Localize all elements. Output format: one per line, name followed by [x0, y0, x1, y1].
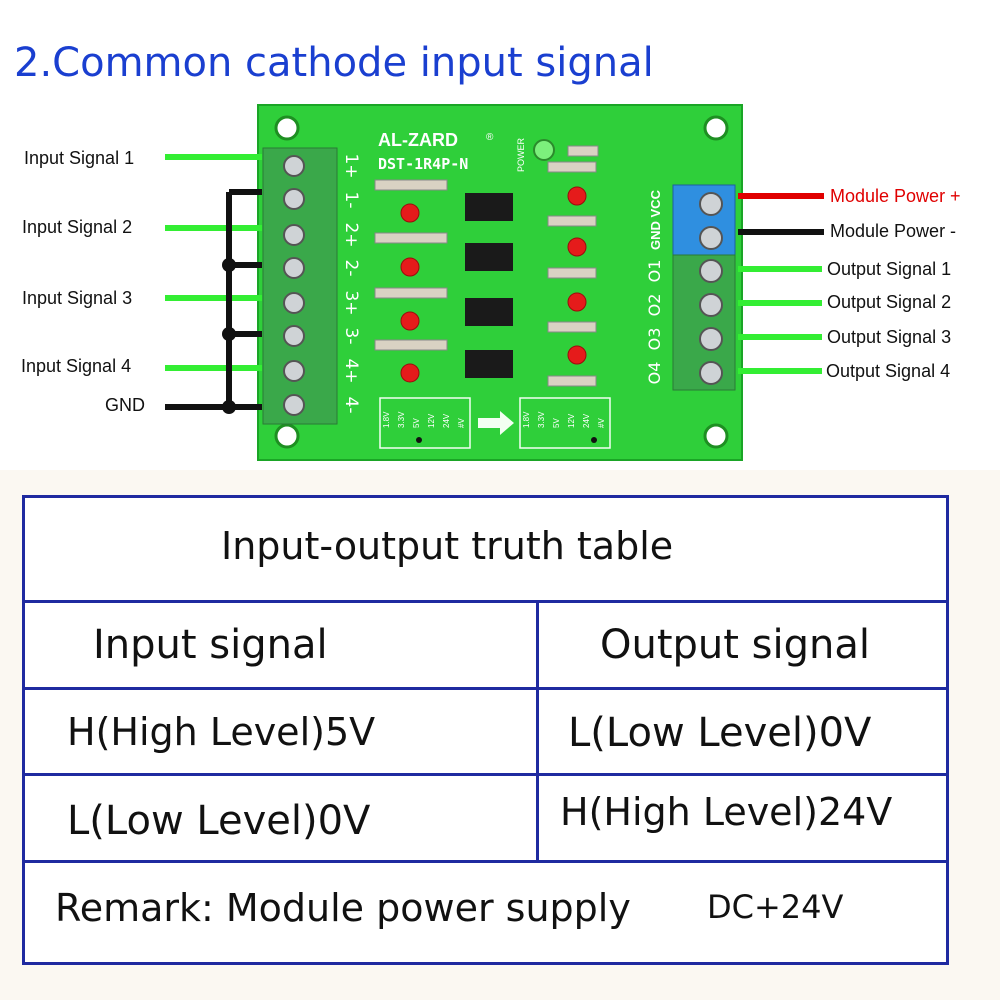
input-terminal-labels: 1+ 1- 2+ 2- 3+ 3- 4+ 4-	[341, 153, 361, 413]
voltage-option: #V	[457, 418, 466, 428]
input-signal-4-label: Input Signal 4	[21, 356, 132, 376]
voltage-option: 12V	[427, 413, 436, 428]
input-terminal-block	[262, 147, 338, 425]
input-wires	[165, 154, 262, 371]
input-screws	[283, 155, 305, 416]
input-signal-3-label: Input Signal 3	[22, 288, 133, 308]
pcb-board	[257, 104, 743, 461]
terminal-label: O2	[645, 294, 664, 317]
arrow-icon	[478, 411, 514, 435]
brand-mark: ®	[486, 132, 494, 143]
voltage-option: 24V	[442, 413, 451, 428]
row2-input: L(Low Level)0V	[67, 798, 371, 844]
voltage-option: #V	[597, 418, 606, 428]
output-screws	[699, 259, 723, 385]
terminal-label: O4	[645, 362, 664, 385]
terminal-label: 4-	[341, 397, 361, 414]
column-header-input: Input signal	[93, 622, 328, 668]
output-signal-4-label: Output Signal 4	[826, 361, 951, 381]
truth-table: Input-output truth table Input signal Ou…	[22, 495, 949, 965]
terminal-label: 2-	[341, 260, 361, 277]
table-divider	[25, 860, 946, 863]
output-wires	[738, 266, 822, 374]
terminal-label: 1+	[341, 153, 361, 178]
table-divider	[25, 600, 946, 603]
mounting-holes	[274, 115, 729, 449]
voltage-option: 5V	[412, 418, 421, 428]
module-power-minus-label: Module Power -	[830, 221, 957, 241]
terminal-label: 4+	[341, 358, 361, 383]
voltage-option: 1.8V	[522, 411, 531, 428]
voltage-option: 1.8V	[382, 411, 391, 428]
remark: Remark: Module power supply	[55, 886, 631, 930]
terminal-label: 3+	[341, 290, 361, 315]
power-terminal-label: GND VCC	[648, 189, 663, 250]
column-header-output: Output signal	[600, 622, 870, 668]
gnd-label: GND	[105, 395, 145, 415]
power-screw	[699, 192, 723, 216]
brand-logo: AL-ZARD	[378, 130, 458, 150]
voltage-option: 12V	[567, 413, 576, 428]
output-signal-2-label: Output Signal 2	[827, 292, 952, 312]
output-terminal-labels: O1 O2 O3 O4	[645, 260, 664, 385]
terminal-label: 1-	[341, 192, 361, 209]
power-led-label: POWER	[516, 137, 526, 172]
input-signal-2-label: Input Signal 2	[22, 217, 133, 237]
output-signal-1-label: Output Signal 1	[827, 259, 952, 279]
optocouplers	[465, 193, 513, 378]
voltage-option: 5V	[552, 418, 561, 428]
voltage-option-grid	[379, 397, 611, 449]
input-signal-1-label: Input Signal 1	[24, 148, 135, 168]
wiring-diagram: AL-ZARD ® DST-1R4P-N POWER 1+ 1- 2+ 2- 3…	[165, 104, 824, 461]
model-label: DST-1R4P-N	[378, 155, 468, 173]
voltage-option: 3.3V	[537, 411, 546, 428]
page-title: 2.Common cathode input signal	[14, 40, 654, 86]
remark-value: DC+24V	[707, 888, 844, 926]
module-power-plus-label: Module Power +	[830, 186, 961, 206]
table-divider	[25, 773, 946, 776]
output-signal-3-label: Output Signal 3	[827, 327, 952, 347]
voltage-options-right: 1.8V 3.3V 5V 12V 24V #V	[522, 411, 606, 428]
voltage-option: 3.3V	[397, 411, 406, 428]
terminal-label: 2+	[341, 222, 361, 247]
resistors	[374, 145, 599, 387]
row1-output: L(Low Level)0V	[568, 710, 872, 756]
junction-dots	[222, 258, 236, 414]
truth-table-title: Input-output truth table	[221, 524, 674, 568]
table-column-divider	[536, 600, 539, 863]
terminal-label: O1	[645, 260, 664, 283]
row1-input: H(High Level)5V	[67, 710, 376, 754]
row2-output: H(High Level)24V	[560, 790, 893, 834]
voltage-options-left: 1.8V 3.3V 5V 12V 24V #V	[382, 411, 466, 428]
power-led	[533, 139, 555, 161]
jumper-dots	[416, 437, 597, 443]
table-divider	[25, 687, 946, 690]
voltage-option: 24V	[582, 413, 591, 428]
indicator-leds	[400, 186, 587, 383]
terminal-label: O3	[645, 328, 664, 351]
terminal-label: 3-	[341, 328, 361, 345]
power-screw	[699, 226, 723, 250]
